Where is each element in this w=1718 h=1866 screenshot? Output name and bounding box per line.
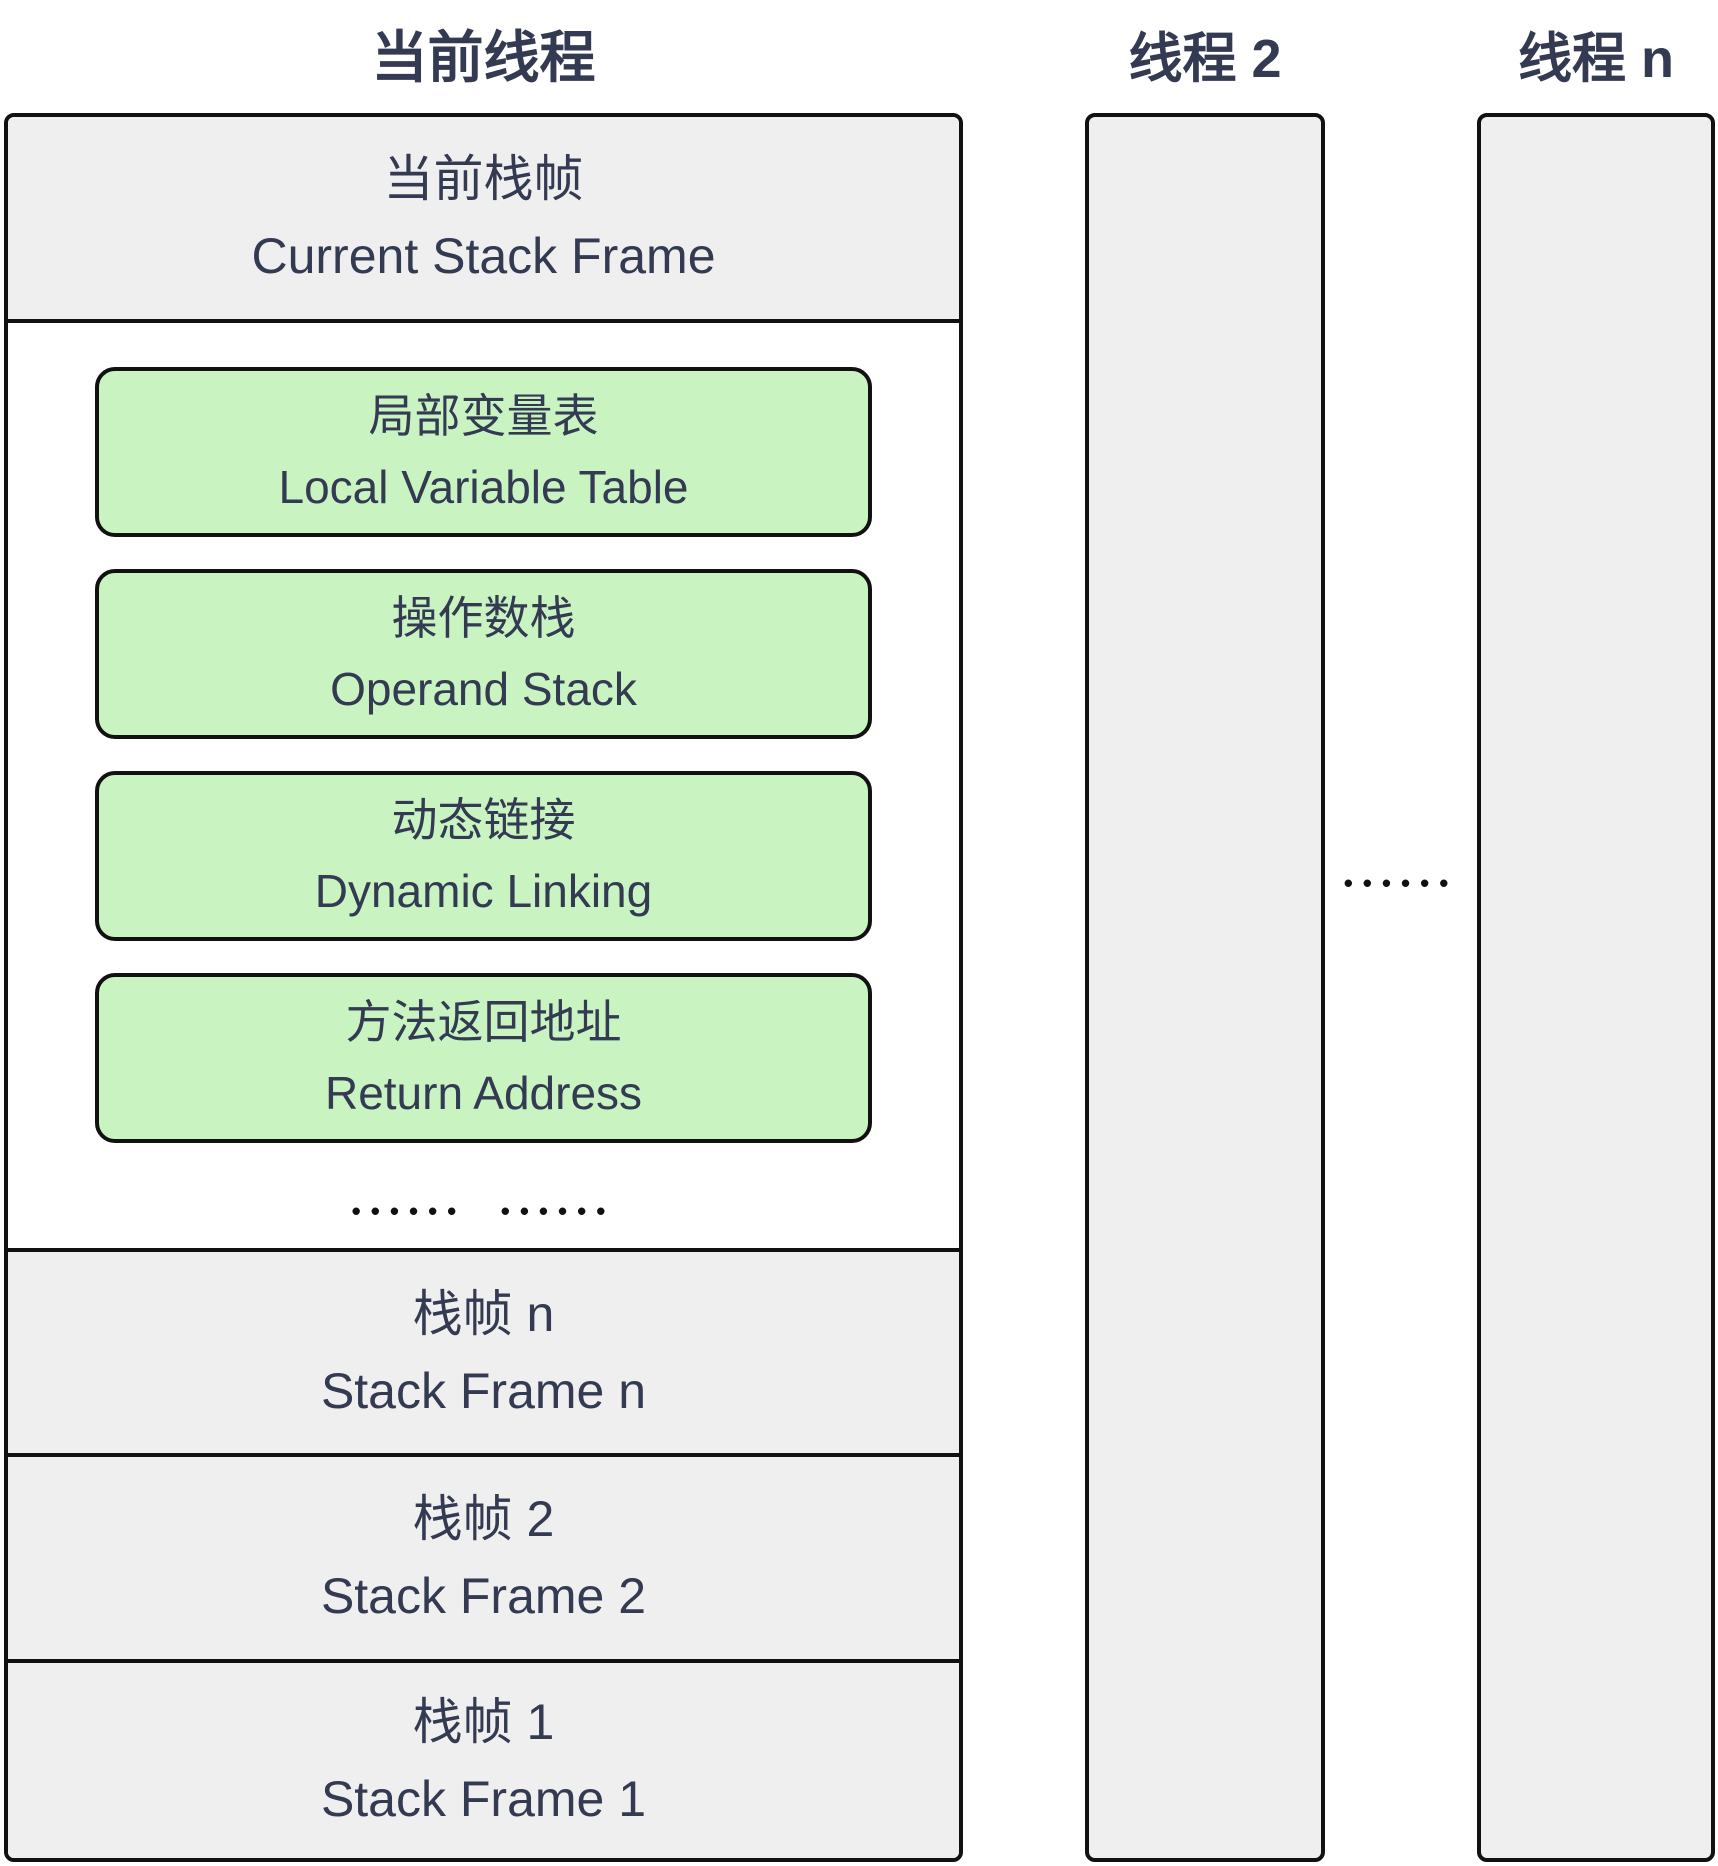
current-stack-frame-label-zh: 当前栈帧: [383, 151, 584, 207]
operand-stack-label-zh: 操作数栈: [391, 592, 576, 644]
current-stack-frame-header: 当前栈帧 Current Stack Frame: [8, 117, 959, 323]
current-frame-detail-section: 局部变量表 Local Variable Table 操作数栈 Operand …: [8, 323, 959, 1248]
more-frame-parts-dots-area: •••••• ••••••: [352, 1175, 616, 1248]
dynamic-linking-label-en: Dynamic Linking: [314, 865, 653, 917]
frame-part-local-variable-table: 局部变量表 Local Variable Table: [95, 367, 872, 537]
frame-part-operand-stack: 操作数栈 Operand Stack: [95, 569, 872, 739]
stack-frame-2-section: 栈帧 2 Stack Frame 2: [8, 1453, 959, 1659]
stack-frame-1-label-en: Stack Frame 1: [320, 1770, 647, 1827]
return-address-label-zh: 方法返回地址: [345, 996, 622, 1048]
operand-stack-label-en: Operand Stack: [330, 663, 637, 715]
stack-frame-1-section: 栈帧 1 Stack Frame 1: [8, 1659, 959, 1858]
frame-part-return-address: 方法返回地址 Return Address: [95, 973, 872, 1143]
stack-frame-2-label-zh: 栈帧 2: [412, 1491, 555, 1547]
stack-frame-n-label-zh: 栈帧 n: [412, 1285, 555, 1342]
thread-2-column: [1085, 113, 1325, 1862]
frame-part-dynamic-linking: 动态链接 Dynamic Linking: [95, 771, 872, 941]
current-thread-stack-box: 当前栈帧 Current Stack Frame 局部变量表 Local Var…: [4, 113, 963, 1862]
stack-frame-n-label-en: Stack Frame n: [320, 1362, 647, 1419]
thread-n-column: [1477, 113, 1715, 1862]
more-frame-parts-dots: •••••• ••••••: [351, 1196, 616, 1226]
stack-frame-n-section: 栈帧 n Stack Frame n: [8, 1248, 959, 1453]
dynamic-linking-label-zh: 动态链接: [391, 794, 576, 846]
label-thread-2: 线程 2: [1128, 28, 1282, 89]
stack-frame-2-label-en: Stack Frame 2: [320, 1568, 647, 1624]
more-threads-dots: ••••••: [1343, 868, 1459, 898]
return-address-label-en: Return Address: [324, 1067, 643, 1119]
label-current-thread: 当前线程: [371, 25, 596, 89]
stack-frame-1-label-zh: 栈帧 1: [412, 1693, 555, 1750]
current-stack-frame-label-en: Current Stack Frame: [251, 228, 716, 284]
label-thread-n: 线程 n: [1518, 28, 1674, 89]
local-variable-table-label-zh: 局部变量表: [368, 390, 599, 442]
local-variable-table-label-en: Local Variable Table: [278, 461, 689, 513]
